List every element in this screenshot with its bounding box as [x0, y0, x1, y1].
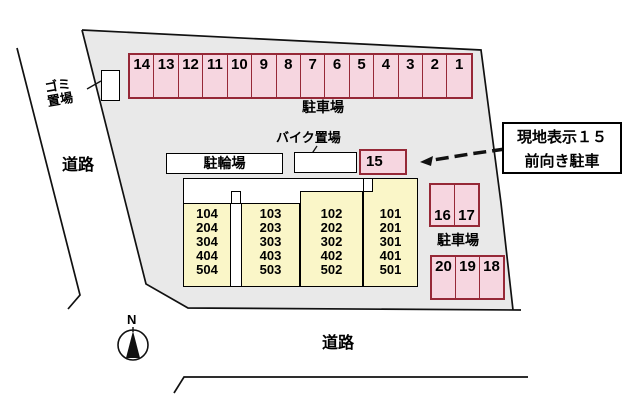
parking-space: 14 [130, 55, 155, 97]
unit-number: 104 [196, 206, 218, 221]
unit-number: 101 [379, 206, 402, 221]
unit-number: 504 [196, 262, 218, 277]
unit-number: 304 [196, 234, 218, 249]
unit-number: 401 [379, 248, 402, 263]
parking-space: 17 [458, 207, 475, 224]
road-bottom-label: 道路 [322, 335, 355, 352]
callout-line1: 現地表示１５ [516, 129, 607, 146]
parking-space: 20 [432, 257, 456, 298]
parking-space: 1 [455, 56, 464, 73]
road-bottom-outer-line [173, 376, 528, 394]
compass-n-label: N [127, 312, 137, 327]
parking-space: 5 [350, 55, 375, 97]
unit-number: 501 [379, 262, 402, 277]
top-parking-label: 駐車場 [302, 99, 344, 115]
trash-area-label: ゴミ 置場 [43, 75, 75, 110]
unit-number: 402 [320, 248, 343, 263]
parking-space: 8 [277, 55, 301, 97]
bike-area-label: バイク置場 [276, 130, 341, 145]
building-corner-notch [363, 178, 373, 192]
unit-number: 404 [196, 248, 218, 263]
compass-north-icon [117, 327, 149, 361]
parking-space: 2 [423, 55, 448, 97]
boundary-top-right [81, 29, 514, 311]
parking-space: 12 [179, 55, 204, 97]
parking-space: 11 [203, 55, 228, 97]
bike-area-box [294, 152, 357, 173]
unit-number: 201 [379, 220, 402, 235]
parking-space: 13 [154, 55, 179, 97]
callout-line2: 前向き駐車 [524, 153, 600, 170]
road-left-label: 道路 [62, 157, 95, 174]
unit-number: 103 [259, 206, 282, 221]
parking-space: 4 [374, 55, 399, 97]
callout-arrow [420, 147, 506, 166]
unit-number: 301 [379, 234, 402, 249]
unit-number: 203 [259, 220, 282, 235]
unit-number: 202 [320, 220, 343, 235]
callout-note: 現地表示１５ 前向き駐車 [502, 122, 622, 174]
parking-space: 9 [252, 55, 277, 97]
parking-space: 10 [228, 55, 253, 97]
boundary-left-bottom [81, 29, 522, 311]
parking-space: 7 [301, 55, 326, 97]
parking-space: 18 [483, 258, 500, 275]
trash-pointer-line [86, 80, 102, 90]
parking-space: 16 [431, 185, 455, 225]
unit-number: 204 [196, 220, 218, 235]
unit-number: 502 [320, 262, 343, 277]
unit-number: 403 [259, 248, 282, 263]
unit-number: 302 [320, 234, 343, 249]
building-stairwell-notch [231, 191, 241, 204]
unit-number: 303 [259, 234, 282, 249]
parking-space: 3 [399, 55, 424, 97]
trash-area-box [101, 70, 120, 101]
parking-space: 19 [456, 257, 480, 298]
unit-number: 102 [320, 206, 343, 221]
parking-space: 6 [325, 55, 350, 97]
right-parking-label: 駐車場 [437, 232, 479, 248]
unit-number: 503 [259, 262, 282, 277]
bicycle-parking-box: 駐輪場 [166, 153, 283, 174]
parking-space-15: 15 [359, 149, 407, 175]
road-left-outer-line [16, 47, 81, 310]
